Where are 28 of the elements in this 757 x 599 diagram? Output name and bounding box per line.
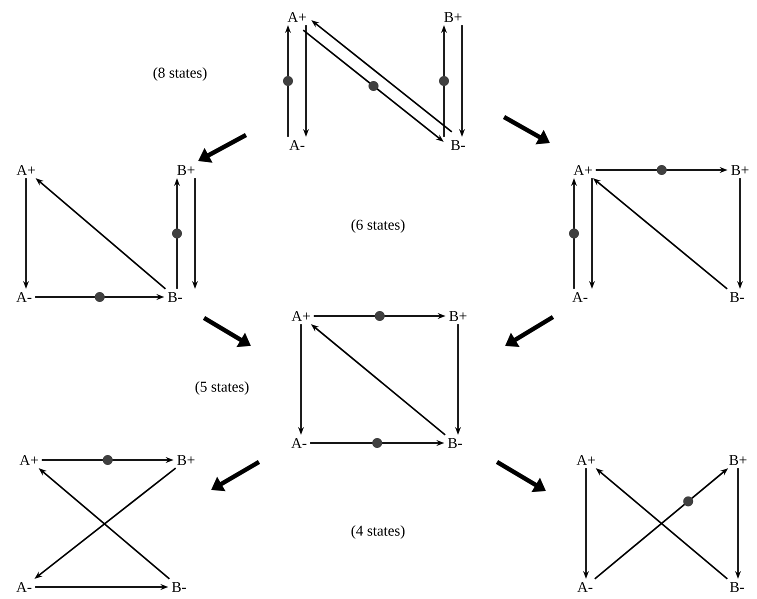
state-label: B+ bbox=[729, 455, 746, 465]
state-label: A+ bbox=[576, 455, 595, 465]
state-label: B- bbox=[172, 582, 186, 592]
state-label: A- bbox=[291, 438, 306, 448]
state-label: A+ bbox=[288, 12, 306, 22]
state-label: A- bbox=[572, 292, 588, 302]
state-label: B- bbox=[448, 438, 462, 448]
state-label: A+ bbox=[20, 455, 38, 465]
state-label: B- bbox=[730, 582, 744, 592]
state-label: B+ bbox=[444, 12, 462, 22]
state-label: B+ bbox=[731, 165, 748, 175]
state-count-label: (8 states) bbox=[153, 67, 207, 81]
state-label: A+ bbox=[16, 165, 35, 175]
state-label: B+ bbox=[177, 165, 194, 175]
state-count-label: (6 states) bbox=[351, 219, 405, 233]
state-label: A+ bbox=[292, 311, 310, 321]
state-label: B- bbox=[450, 140, 465, 150]
state-label: B- bbox=[730, 292, 744, 302]
state-label: A- bbox=[577, 582, 592, 592]
state-label: B+ bbox=[177, 455, 194, 465]
state-label: A- bbox=[289, 140, 304, 150]
state-label: A+ bbox=[574, 165, 592, 175]
state-label: B+ bbox=[449, 311, 466, 321]
state-label: B- bbox=[168, 292, 182, 302]
state-count-label: (4 states) bbox=[351, 525, 405, 539]
state-label: A- bbox=[16, 582, 32, 592]
state-label: A- bbox=[16, 292, 32, 302]
state-count-label: (5 states) bbox=[195, 381, 249, 395]
